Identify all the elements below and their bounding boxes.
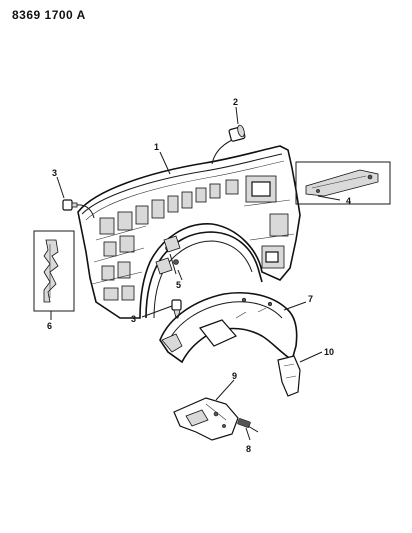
callout-3-upper: 3 (52, 168, 57, 178)
part-3-clip-upper (62, 199, 95, 219)
callout-9: 9 (232, 371, 237, 381)
part-3-clip-lower (171, 299, 182, 319)
document-id: 8369 1700 A (12, 8, 86, 22)
callout-8: 8 (246, 444, 251, 454)
part-10-splash-flap (277, 355, 301, 397)
part-7-fender-shield (159, 291, 298, 364)
part-8-bolt (237, 418, 259, 433)
callout-7: 7 (308, 294, 313, 304)
part-2-grommet (211, 124, 246, 165)
part-9-bracket (173, 397, 239, 441)
leader-lines (50, 106, 341, 441)
callout-2: 2 (233, 97, 238, 107)
callout-5: 5 (176, 280, 181, 290)
callout-6: 6 (47, 321, 52, 331)
callout-3-lower: 3 (131, 314, 136, 324)
callout-1: 1 (154, 142, 159, 152)
fender-panel (77, 145, 301, 319)
callout-4: 4 (346, 196, 351, 206)
part-5-brackets (155, 235, 181, 275)
callout-10: 10 (324, 347, 334, 357)
part-6-detail-box (33, 230, 75, 312)
part-4-detail-box (295, 161, 391, 205)
